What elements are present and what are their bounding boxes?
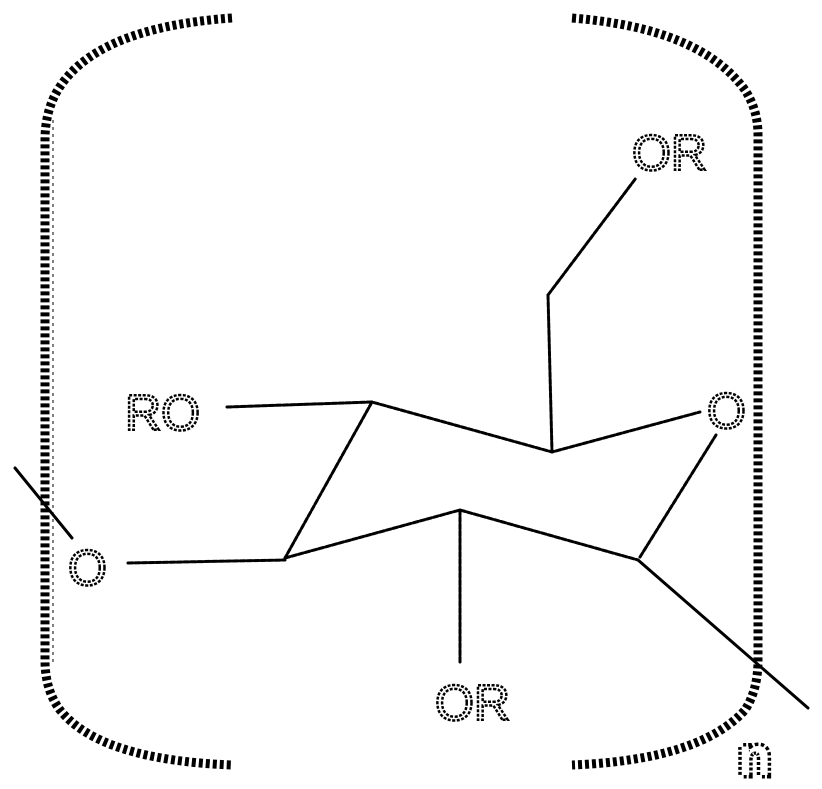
label-left-ro: RO [125, 385, 200, 441]
bond-c3-to-c2 [283, 400, 374, 560]
label-glycosidic-oxygen: O [68, 540, 107, 596]
label-top-or: OR [632, 125, 707, 181]
bond-chain-left [13, 466, 74, 540]
bond-chain-right [636, 558, 810, 710]
ch2-side-chain [546, 176, 638, 454]
bond-c1-to-ring-oxygen [638, 433, 718, 559]
right-bracket [571, 13, 763, 770]
label-bottom-or: OR [435, 675, 510, 731]
bond-ch2-to-or [546, 176, 638, 297]
label-ring-oxygen: O [707, 383, 746, 439]
repeat-subscript-n: n [738, 727, 771, 787]
ring-upper-edge [225, 400, 702, 454]
bond-upper-ring-path [225, 400, 702, 454]
bond-c5-to-ch2 [546, 293, 554, 454]
bond-glycosidic-oxygen [126, 558, 287, 565]
left-bracket [40, 13, 233, 770]
